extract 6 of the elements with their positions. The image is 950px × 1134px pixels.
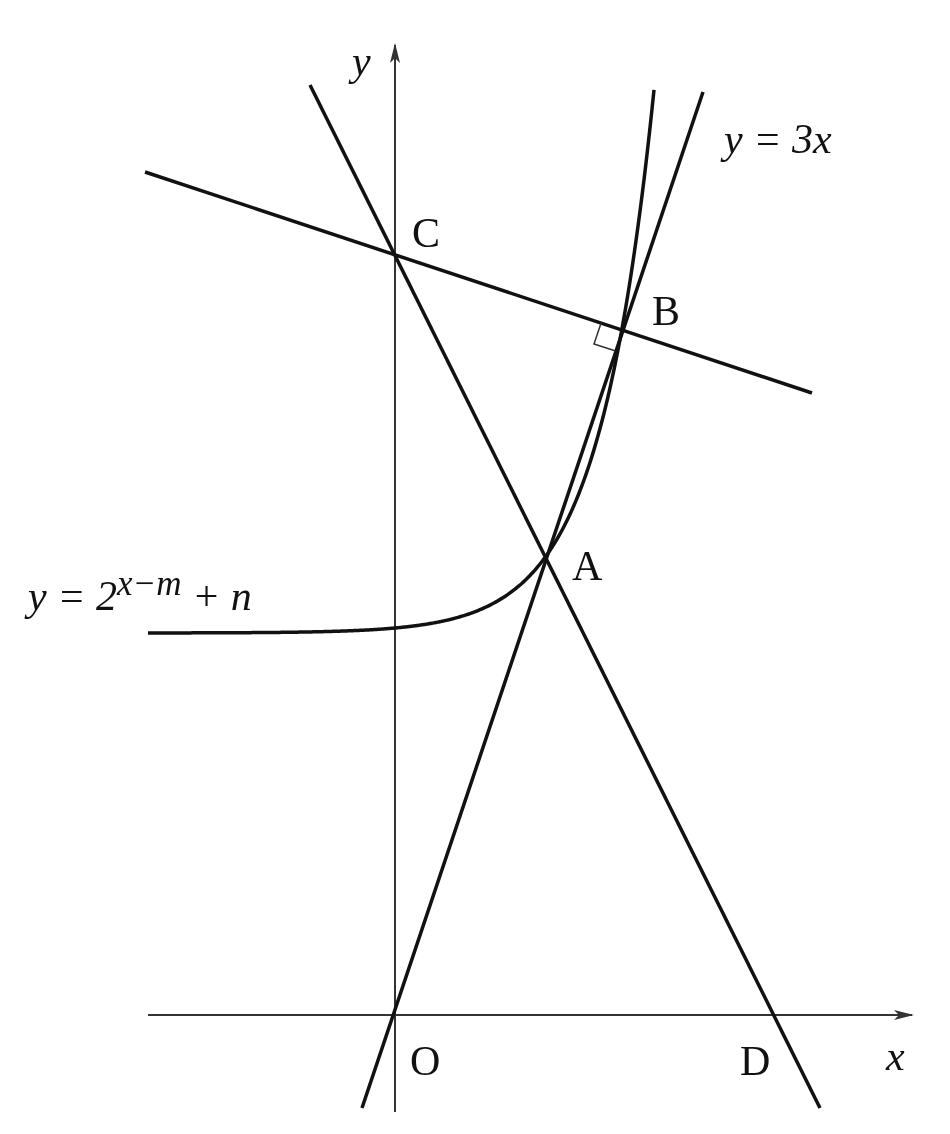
point-label: O (410, 1040, 441, 1082)
axis-label: x (886, 1035, 905, 1077)
point-label: B (652, 290, 680, 332)
point-label: D (740, 1040, 771, 1082)
point-label: C (412, 212, 440, 254)
point-label: A (572, 545, 603, 587)
